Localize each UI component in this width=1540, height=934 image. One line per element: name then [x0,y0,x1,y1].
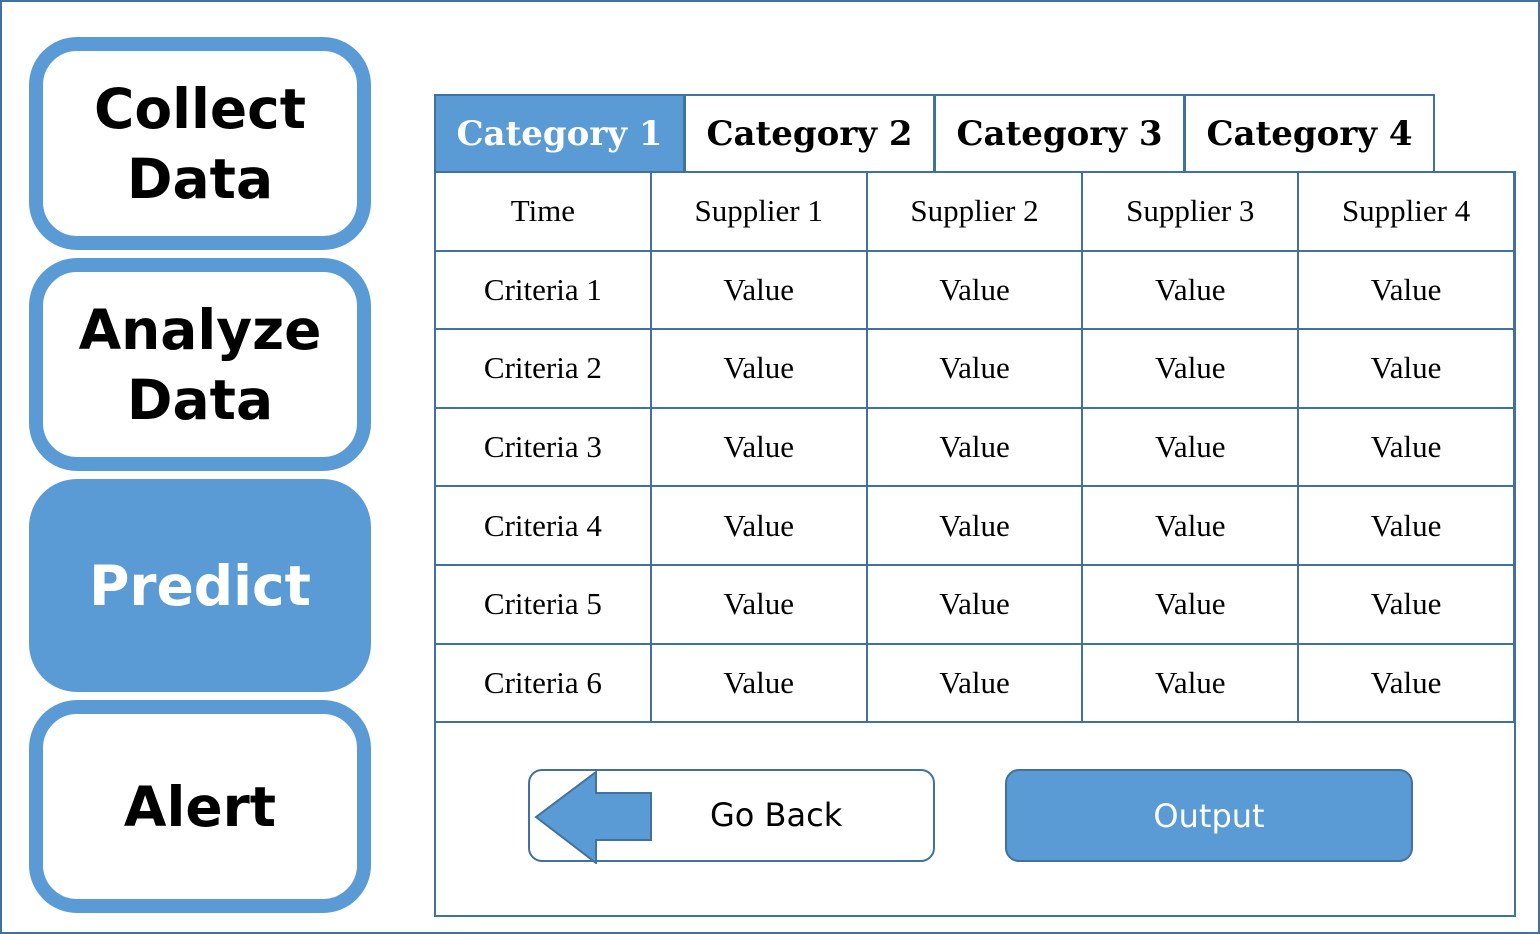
table-cell: Value [865,249,1084,331]
column-header: Supplier 2 [865,171,1084,252]
nav-alert-button[interactable]: Alert [29,700,371,913]
go-back-label: Go Back [710,796,843,834]
tab-category-3-label: Category 3 [956,113,1163,154]
table-cell: Value [649,249,868,331]
table-cell: Value [1297,249,1515,331]
table-row: Criteria 1 Value Value Value Value [434,249,1515,331]
table-row: Criteria 3 Value Value Value Value [434,406,1515,488]
column-header: Supplier 4 [1297,171,1515,252]
output-label: Output [1153,796,1265,835]
row-label: Criteria 4 [434,485,652,566]
nav-collect-data-button[interactable]: Collect Data [29,37,371,250]
column-header: Supplier 3 [1081,171,1300,252]
tab-category-3[interactable]: Category 3 [934,94,1185,173]
row-label: Criteria 3 [434,406,652,488]
table-cell: Value [1081,485,1300,566]
supplier-table: Time Supplier 1 Supplier 2 Supplier 3 Su… [434,171,1515,724]
row-label: Criteria 2 [434,328,652,409]
table-header-row: Time Supplier 1 Supplier 2 Supplier 3 Su… [434,171,1515,252]
table-cell: Value [865,485,1084,566]
table-cell: Value [865,406,1084,488]
output-button[interactable]: Output [1005,769,1413,862]
table-cell: Value [649,328,868,409]
table-cell: Value [1297,406,1515,488]
nav-predict-label: Predict [89,553,311,618]
row-label: Criteria 6 [434,642,652,724]
column-header: Supplier 1 [649,171,868,252]
table-cell: Value [1297,328,1515,409]
row-label: Criteria 5 [434,563,652,645]
nav-collect-data-label: Collect Data [93,76,307,211]
tab-category-2[interactable]: Category 2 [684,94,935,173]
row-label: Criteria 1 [434,249,652,331]
tab-category-2-label: Category 2 [706,113,913,154]
table-cell: Value [649,642,868,724]
table-cell: Value [865,328,1084,409]
nav-analyze-data-button[interactable]: Analyze Data [29,258,371,471]
tab-category-1[interactable]: Category 1 [434,94,685,173]
table-row: Criteria 2 Value Value Value Value [434,328,1515,409]
table-cell: Value [1297,485,1515,566]
nav-analyze-data-label: Analyze Data [78,297,322,432]
table-cell: Value [1297,563,1515,645]
table-cell: Value [649,406,868,488]
table-row: Criteria 6 Value Value Value Value [434,642,1515,724]
nav-predict-button[interactable]: Predict [29,479,371,692]
table-cell: Value [649,485,868,566]
table-cell: Value [1081,328,1300,409]
table-cell: Value [865,563,1084,645]
table-cell: Value [865,642,1084,724]
table-row: Criteria 4 Value Value Value Value [434,485,1515,566]
table-row: Criteria 5 Value Value Value Value [434,563,1515,645]
tab-category-4-label: Category 4 [1206,113,1413,154]
column-header: Time [434,171,652,252]
arrow-left-icon [534,771,652,864]
go-back-button[interactable]: Go Back [528,769,935,864]
table-cell: Value [649,563,868,645]
table-cell: Value [1081,642,1300,724]
table-cell: Value [1081,249,1300,331]
nav-alert-label: Alert [123,774,277,839]
table-cell: Value [1081,563,1300,645]
table-cell: Value [1081,406,1300,488]
table-cell: Value [1297,642,1515,724]
tab-category-4[interactable]: Category 4 [1184,94,1435,173]
tab-category-1-label: Category 1 [456,113,663,154]
